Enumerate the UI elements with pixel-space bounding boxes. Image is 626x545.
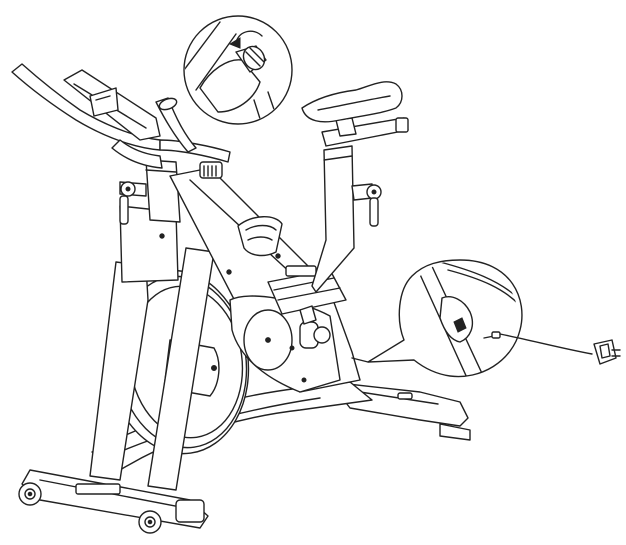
power-plug-icon xyxy=(593,339,621,365)
saddle xyxy=(301,81,403,123)
front-base-stabilizer xyxy=(21,469,209,529)
seat-post xyxy=(311,145,382,293)
transport-wheel-left xyxy=(18,482,42,506)
rear-foot xyxy=(439,423,471,441)
rotate-arrow-icon xyxy=(228,30,263,49)
pedal xyxy=(267,265,347,325)
seat-rail xyxy=(321,117,409,147)
callout-pointer xyxy=(351,357,369,363)
front-fork xyxy=(89,205,215,491)
power-adapter xyxy=(483,331,621,365)
handlebars xyxy=(11,63,231,169)
knob-detail-callout xyxy=(183,15,293,125)
resistance-knob xyxy=(199,161,223,179)
front-foot xyxy=(175,499,205,523)
bottle-holder xyxy=(237,216,283,257)
transport-wheel-right xyxy=(138,510,162,534)
tablet-holder xyxy=(63,69,161,141)
power-port-callout xyxy=(367,259,523,378)
